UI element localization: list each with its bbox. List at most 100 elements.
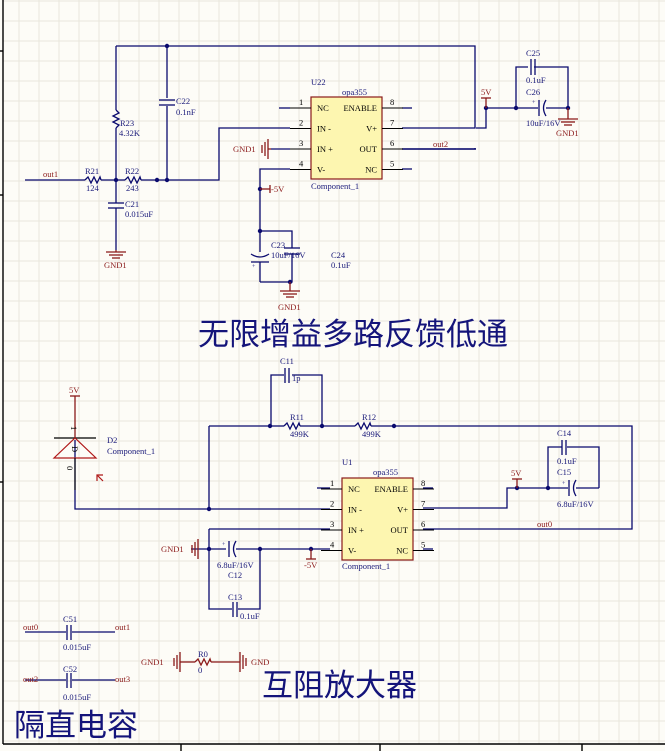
- junction: [319, 423, 325, 429]
- c13-value: 0.1uF: [240, 611, 260, 621]
- c25-value: 0.1uF: [526, 75, 546, 85]
- r11-value: 499K: [290, 429, 310, 439]
- capacitor-c11[interactable]: C11 1p: [280, 356, 301, 383]
- out1-net-label: out1: [115, 622, 130, 632]
- wire: [534, 66, 569, 108]
- capacitor-c21[interactable]: C21 0.015uF: [108, 196, 153, 219]
- capacitor-c15[interactable]: + C15 6.8uF/16V: [557, 467, 594, 509]
- gnd1-net-label: GND1: [161, 544, 184, 554]
- pin-number: 4: [299, 159, 304, 169]
- junction: [206, 506, 212, 512]
- out1-net-label: out1: [43, 169, 58, 179]
- junction: [513, 105, 519, 111]
- out3-net-label: out3: [115, 674, 130, 684]
- wire: [116, 45, 476, 129]
- capacitor-c12[interactable]: + 6.8uF/16V C12: [217, 540, 254, 580]
- wire: [371, 425, 633, 530]
- r23-value: 4.32K: [119, 128, 141, 138]
- out2-net-label: out2: [433, 139, 448, 149]
- c11-value: 1p: [292, 373, 301, 383]
- out2-net-label: out2: [23, 674, 38, 684]
- mfb-lowpass-title: 无限增益多路反馈低通: [198, 317, 508, 353]
- junction: [545, 485, 551, 491]
- gnd1-port: GND1: [161, 539, 199, 559]
- resistor-r12[interactable]: R12 499K: [354, 412, 382, 439]
- c23-value: 10uF/16V: [271, 250, 306, 260]
- pin-name: NC: [365, 165, 377, 175]
- dc-block-title: 隔直电容: [14, 708, 138, 744]
- resistor-r0-bridge[interactable]: GND1 R0 0 GND: [141, 649, 269, 675]
- c51-value: 0.015uF: [63, 642, 91, 652]
- pin-number: 3: [299, 138, 303, 148]
- pin-number: 8: [421, 478, 425, 488]
- photodiode-d2[interactable]: 5V 1 D 0 D2 Component_1: [52, 385, 155, 490]
- c13-ref: C13: [228, 592, 242, 602]
- pin-name: NC: [348, 484, 360, 494]
- r21-ref: R21: [85, 166, 99, 176]
- junction: [154, 177, 160, 183]
- gnd-symbol: GND1: [556, 108, 579, 138]
- wire: [547, 446, 562, 488]
- pin-name: IN +: [348, 525, 364, 535]
- junction: [257, 228, 263, 234]
- c26-plus: +: [532, 100, 536, 106]
- neg5v-port: -5V: [260, 184, 285, 194]
- capacitor-c51[interactable]: C51 0.015uF: [63, 614, 91, 652]
- pin-number: 1: [330, 478, 334, 488]
- wire: [259, 168, 290, 231]
- pin-number: 5: [421, 540, 425, 550]
- junction: [164, 43, 170, 49]
- neg5v-net-label: -5V: [271, 184, 285, 194]
- capacitor-c14[interactable]: C14 0.1uF: [557, 428, 577, 466]
- capacitor-c25[interactable]: C25 0.1uF: [526, 48, 546, 85]
- u1-comment: Component_1: [342, 561, 390, 571]
- capacitor-c13[interactable]: C13 0.1uF: [228, 592, 260, 621]
- r12-value: 499K: [362, 429, 382, 439]
- gnd1-net-label: GND1: [104, 260, 127, 270]
- r11-ref: R11: [290, 412, 304, 422]
- c25-ref: C25: [526, 48, 540, 58]
- pin-number: 5: [390, 159, 394, 169]
- capacitor-c24[interactable]: C24 0.1uF: [284, 247, 351, 270]
- pin-name: IN -: [317, 124, 331, 134]
- capacitor-c22[interactable]: C22 0.1nF: [159, 96, 196, 117]
- c21-value: 0.015uF: [125, 209, 153, 219]
- out0-net-label: out0: [537, 519, 552, 529]
- c15-plus: +: [562, 481, 566, 487]
- c24-ref: C24: [331, 250, 346, 260]
- c22-ref: C22: [176, 96, 190, 106]
- c52-ref: C52: [63, 664, 77, 674]
- resistor-r11[interactable]: R11 499K: [283, 412, 310, 439]
- r0-value: 0: [198, 665, 202, 675]
- pin-name: V-: [348, 546, 356, 556]
- c11-ref: C11: [280, 356, 294, 366]
- pin-number: 2: [299, 118, 303, 128]
- c51-ref: C51: [63, 614, 77, 624]
- resistor-r22[interactable]: R22 243: [124, 166, 142, 193]
- gnd1-net-label: GND1: [233, 144, 256, 154]
- capacitor-c23[interactable]: + C23 10uF/16V: [250, 240, 306, 270]
- c26-ref: C26: [526, 87, 540, 97]
- wire: [270, 374, 284, 426]
- c12-value: 6.8uF/16V: [217, 560, 254, 570]
- wire: [141, 127, 290, 181]
- r12-ref: R12: [362, 412, 376, 422]
- mfb-lowpass-circuit: R21 124 R22 243 R23 4.32K C21 0.015uF: [25, 43, 579, 353]
- capacitor-c52[interactable]: C52 0.015uF: [63, 664, 91, 702]
- r23-ref: R23: [120, 118, 134, 128]
- pos5v-port: 5V: [481, 87, 492, 108]
- pin-number: 6: [390, 138, 394, 148]
- c23-ref: C23: [271, 240, 285, 250]
- c52-value: 0.015uF: [63, 692, 91, 702]
- resistor-r21[interactable]: R21 124: [84, 166, 102, 193]
- resistor-r23[interactable]: R23 4.32K: [111, 109, 141, 138]
- pin-number: 2: [330, 499, 334, 509]
- capacitor-c26[interactable]: + C26 10uF/16V: [526, 87, 561, 128]
- out0-net-label: out0: [23, 622, 38, 632]
- junction: [164, 177, 170, 183]
- c12-plus: +: [222, 542, 226, 548]
